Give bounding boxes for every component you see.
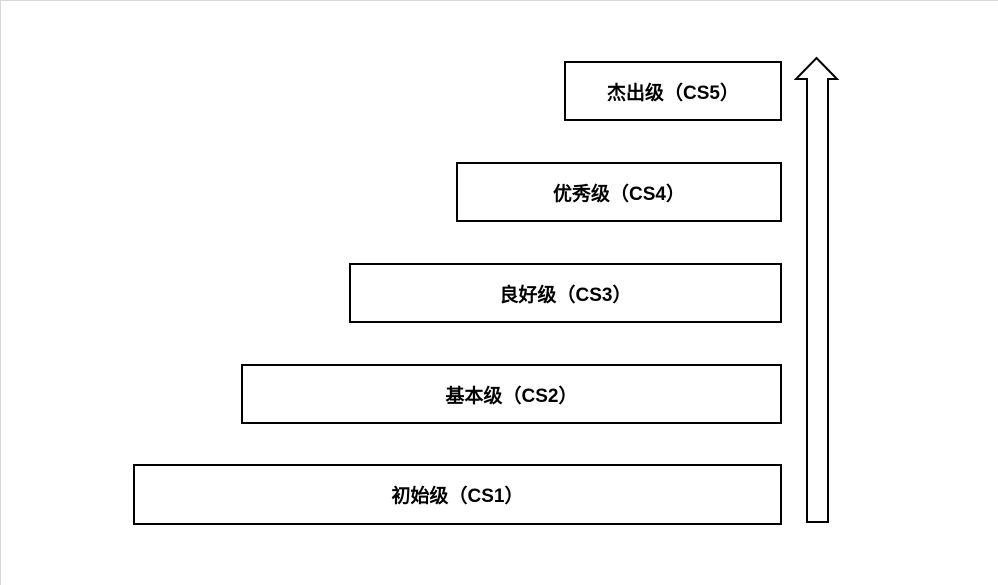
level-label-cs4: 优秀级（CS4） — [553, 183, 685, 205]
level-box-cs3: 良好级（CS3） — [349, 263, 782, 323]
level-label-cs2: 基本级（CS2） — [445, 385, 578, 407]
level-box-cs4: 优秀级（CS4） — [456, 162, 782, 222]
level-label-cs3: 良好级（CS3） — [499, 284, 632, 306]
level-box-cs5: 杰出级（CS5） — [564, 61, 782, 121]
level-label-cs5: 杰出级（CS5） — [607, 82, 739, 104]
level-label-cs1: 初始级（CS1） — [391, 486, 524, 507]
up-arrow-icon — [794, 56, 840, 523]
level-box-cs2: 基本级（CS2） — [241, 364, 782, 424]
level-box-cs1: 初始级（CS1） — [133, 464, 782, 525]
